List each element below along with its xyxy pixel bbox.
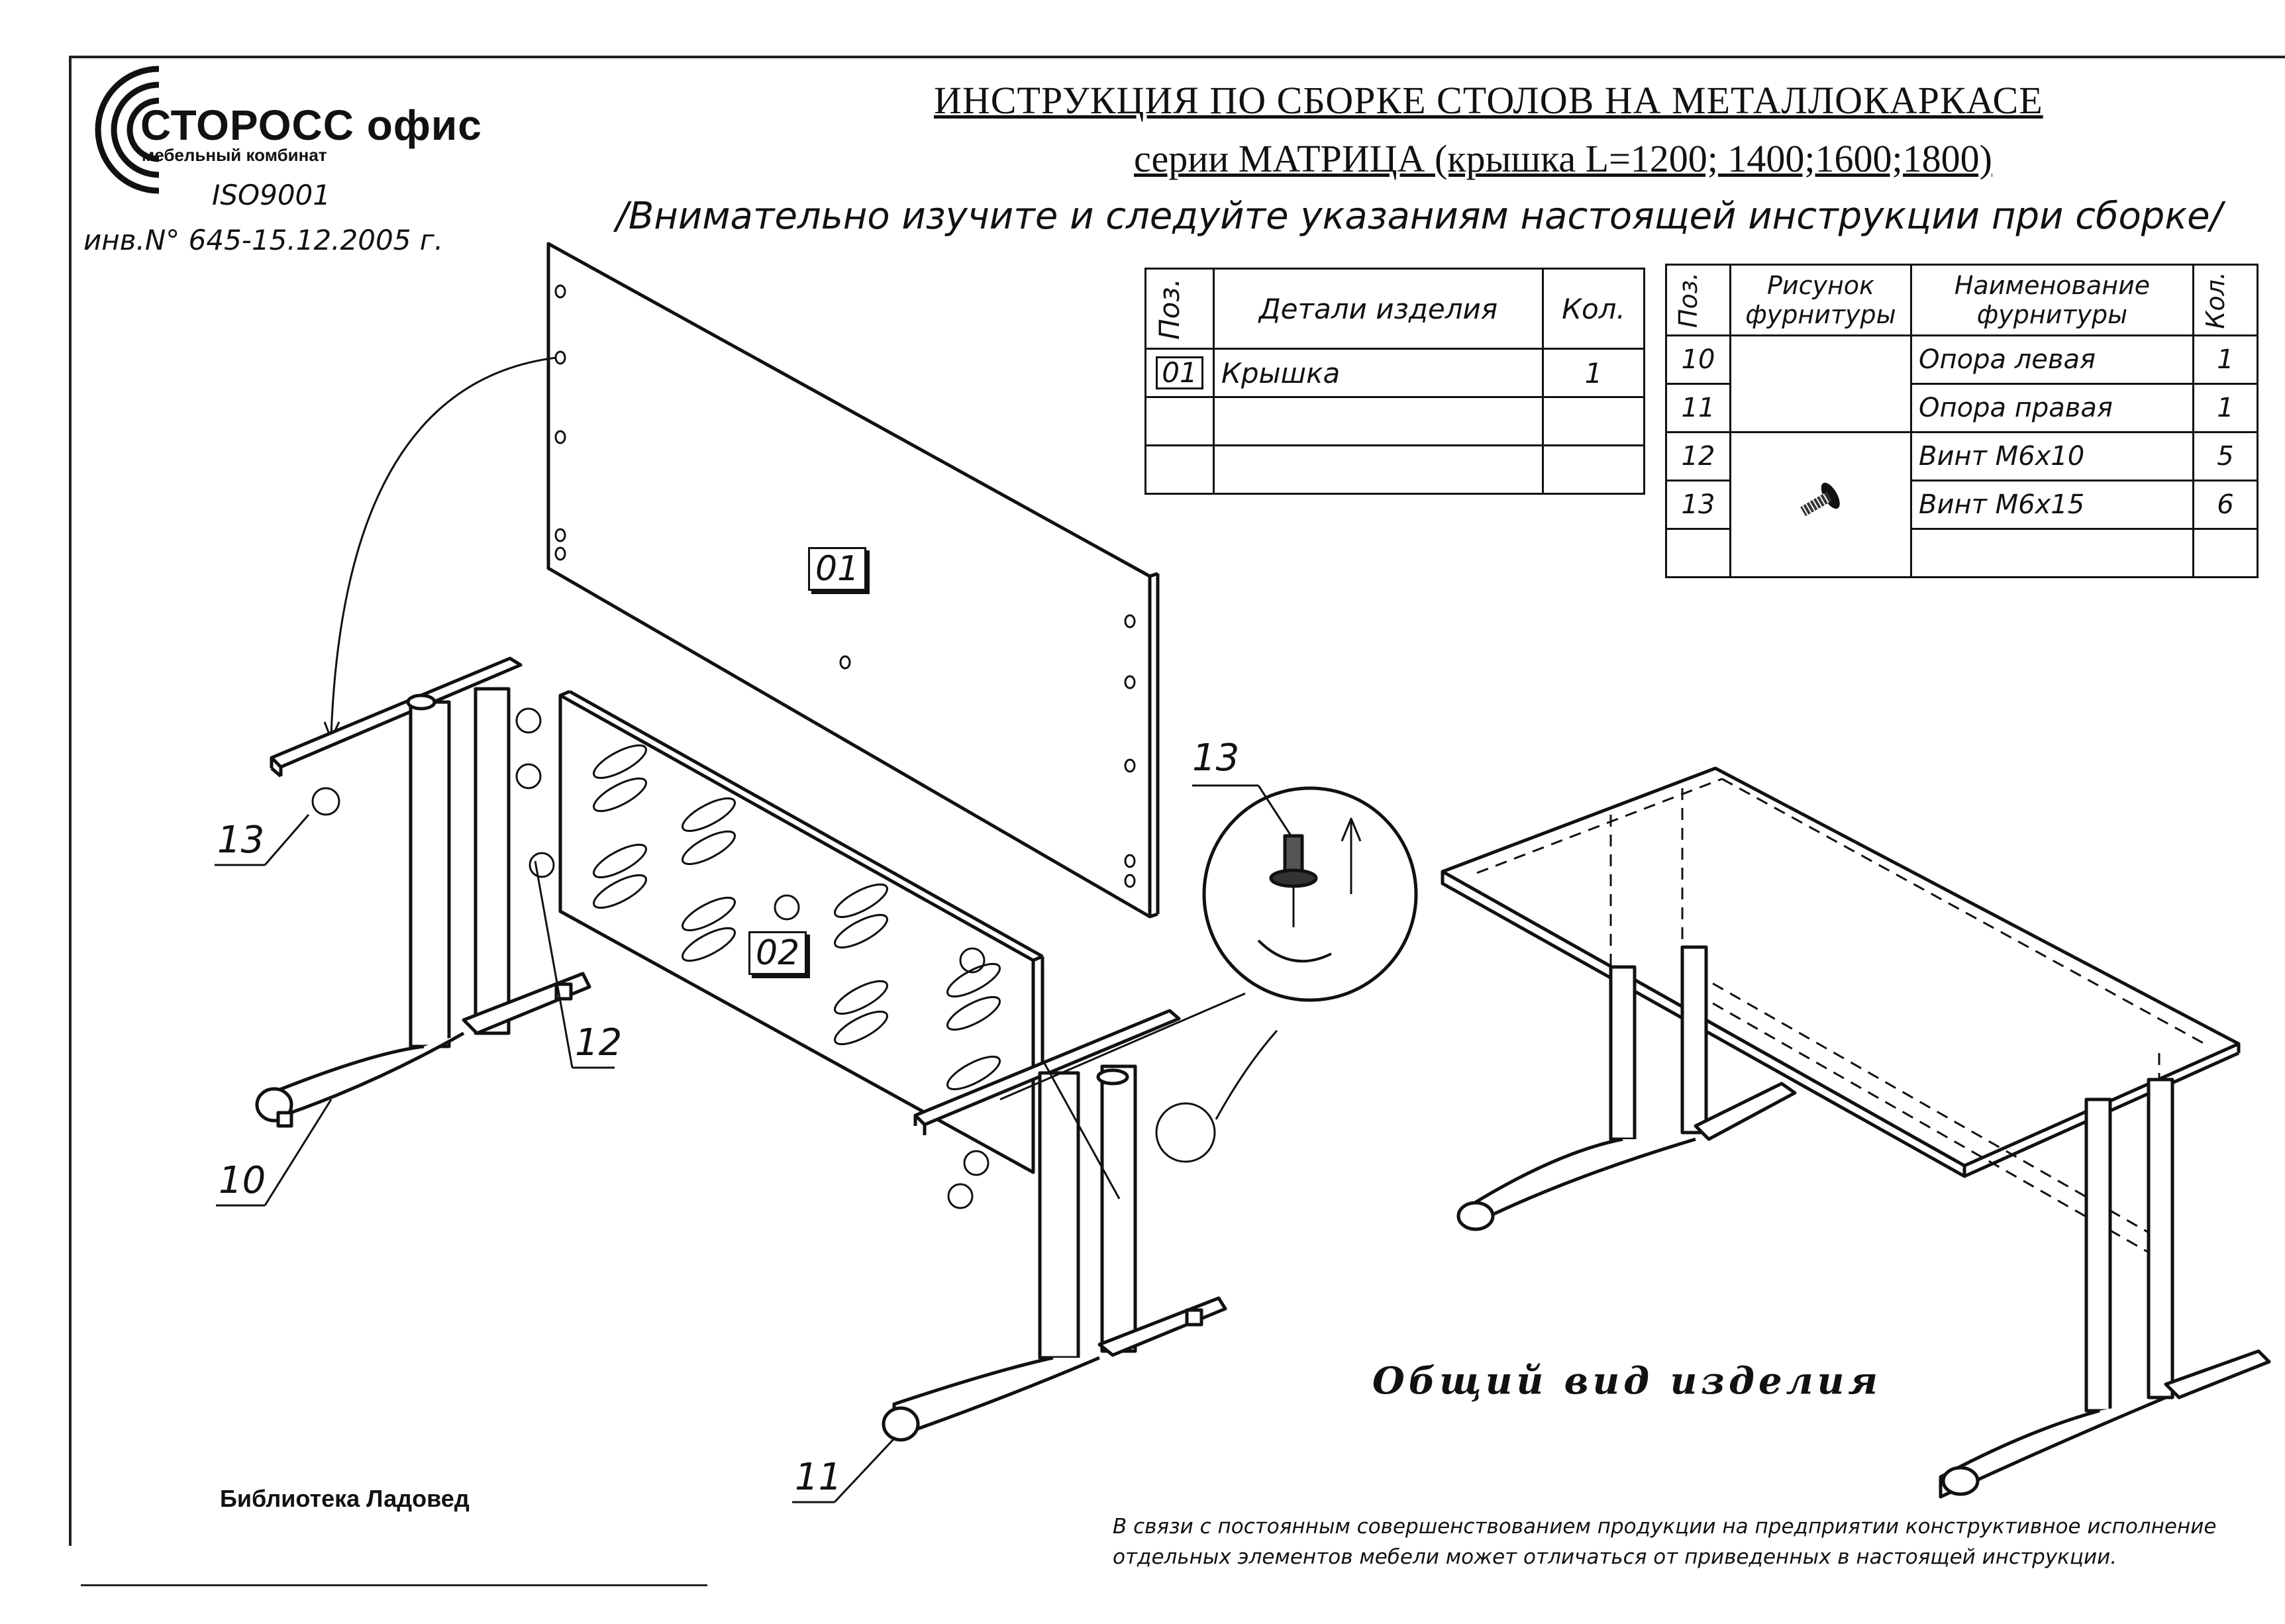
callout-12: 12 (575, 1021, 623, 1064)
drawing-frame (69, 56, 2285, 1546)
part-tag-01: 01 (808, 547, 867, 591)
table-row (1144, 396, 1645, 446)
screw-markers (311, 707, 1278, 1209)
hardware-table: Поз. Рисунок фурнитуры Наименование фурн… (1665, 264, 2259, 578)
logo-arcs-icon (95, 66, 160, 194)
left-leg (255, 656, 591, 1128)
callout-13-left: 13 (217, 819, 265, 862)
page-title: ИНСТРУКЦИЯ ПО СБОРКЕ СТОЛОВ НА МЕТАЛЛОКА… (934, 79, 2043, 122)
instruction-note: /Внимательно изучите и следуйте указания… (616, 195, 2223, 238)
table-row (1144, 444, 1645, 495)
bottom-rule (81, 1584, 707, 1586)
hw-pos: 11 (1665, 383, 1731, 433)
hw-qty: 1 (2192, 334, 2259, 385)
library-label: Библиотека Ладовед (220, 1485, 470, 1512)
parts-table: Поз. Детали изделия Кол. 01 Крышка 1 (1144, 268, 1645, 495)
hw-name: Опора левая (1910, 334, 2194, 385)
logo-name: СТОРОСС офис (140, 101, 482, 149)
parts-header-pos: Поз. (1144, 268, 1215, 350)
hw-header-picture: Рисунок фурнитуры (1729, 264, 1912, 336)
parts-qty: 1 (1542, 348, 1645, 398)
page-subtitle: серии МАТРИЦА (крышка L=1200; 1400;1600;… (1134, 137, 1992, 180)
part-tag-02: 02 (748, 931, 807, 975)
hw-pos: 13 (1665, 480, 1731, 530)
hw-qty: 1 (2192, 383, 2259, 433)
hw-pos: 12 (1665, 431, 1731, 482)
hw-name: Винт М6х10 (1910, 431, 2194, 482)
callout-11: 11 (795, 1456, 842, 1499)
hw-header-pos: Поз. (1665, 264, 1731, 336)
hw-qty: 5 (2192, 431, 2259, 482)
hw-header-qty: Кол. (2192, 264, 2259, 336)
parts-name: Крышка (1213, 348, 1544, 398)
table-row: 10 Опора левая 1 (1665, 334, 2259, 433)
hw-pos: 10 (1665, 334, 1731, 385)
callout-13-detail: 13 (1192, 736, 1240, 780)
hw-name: Опора правая (1910, 383, 2194, 433)
table-row (1665, 528, 2259, 578)
screw-detail (1192, 784, 1418, 1002)
table-row: 01 Крышка 1 (1144, 348, 1645, 398)
iso-label: ISO9001 (212, 179, 330, 211)
screw-icon (1800, 482, 1840, 517)
footer-note: В связи с постоянным совершенствованием … (1113, 1515, 2217, 1569)
hw-header-name: Наименование фурнитуры (1910, 264, 2194, 336)
parts-header-qty: Кол. (1542, 268, 1645, 350)
parts-header-name: Детали изделия (1213, 268, 1544, 350)
table-row: 12 Винт М6х10 5 (1665, 431, 2259, 578)
assembled-table (1441, 766, 2271, 1499)
hw-name: Винт М6х15 (1910, 480, 2194, 530)
callout-10: 10 (219, 1159, 266, 1202)
general-view-label: Общий вид изделия (1372, 1359, 1882, 1403)
inventory-number: инв.N° 645-15.12.2005 г. (83, 224, 444, 256)
logo-subtitle: мебельный комбинат (142, 145, 327, 165)
parts-pos: 01 (1156, 356, 1203, 389)
table-row: 11 Опора правая 1 (1665, 383, 2259, 433)
table-row: 13 Винт М6х15 6 (1665, 480, 2259, 530)
hw-qty: 6 (2192, 480, 2259, 530)
